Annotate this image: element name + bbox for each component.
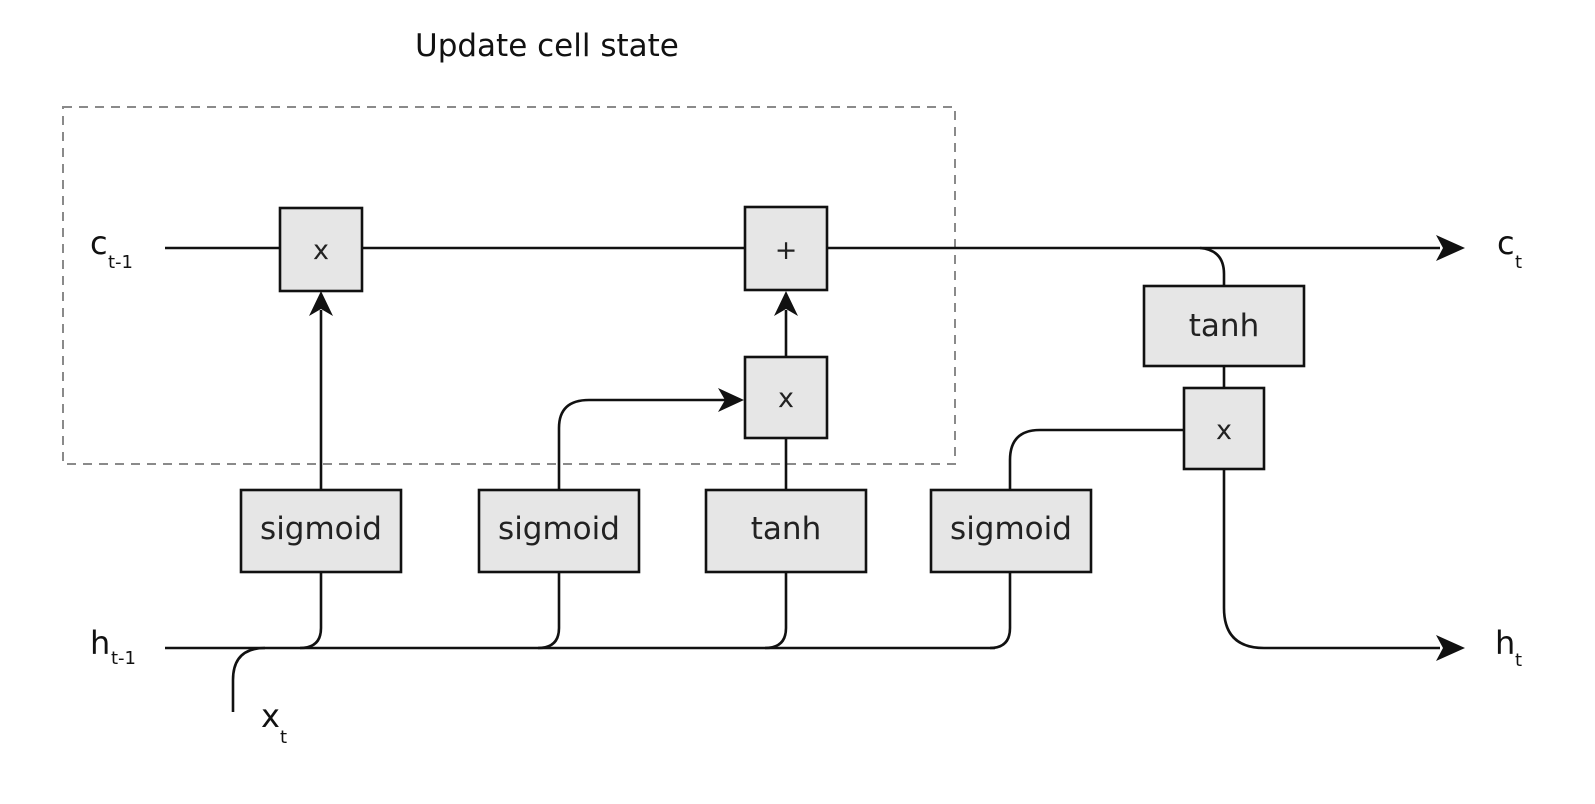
h-out-subscript: t	[1515, 650, 1522, 671]
diagram-title: Update cell state	[415, 28, 679, 64]
h-prev-subscript: t-1	[111, 648, 136, 669]
forget-arrowhead	[309, 291, 333, 316]
h-prev-base: h	[90, 624, 110, 662]
input-gate-riser	[537, 572, 561, 650]
output-gate-riser	[989, 572, 1012, 650]
input-gate-label: sigmoid	[498, 511, 620, 547]
output-gate-connector	[1008, 428, 1184, 490]
output-multiply-symbol: x	[1216, 415, 1232, 446]
forget-gate-riser	[299, 572, 323, 650]
input-multiply-node	[743, 355, 829, 440]
add-node	[743, 205, 829, 292]
input-multiply-arrowhead	[718, 388, 744, 412]
c-prev-base: c	[90, 224, 108, 262]
c-prev-subscript: t-1	[108, 252, 133, 273]
cell-to-tanh-connector	[1199, 246, 1226, 286]
forget-gate-label: sigmoid	[260, 511, 382, 547]
forget-gate-box	[239, 488, 403, 574]
output-gate-box	[929, 488, 1093, 574]
forget-multiply-node	[278, 206, 364, 293]
candidate-label: tanh	[751, 511, 821, 547]
output-multiply-node	[1182, 386, 1266, 471]
input-multiply-symbol: x	[778, 383, 794, 414]
x-label: x	[261, 697, 280, 735]
hidden-output-arrowhead	[1436, 635, 1465, 661]
candidate-box	[704, 488, 868, 574]
input-gate-connector	[557, 398, 725, 490]
h-out-base: h	[1495, 624, 1515, 662]
x-input-connector	[231, 646, 266, 712]
x-base: x	[261, 697, 280, 735]
h-out-label: h	[1495, 624, 1515, 662]
cell-activation-label: tanh	[1189, 308, 1259, 344]
hidden-output-line	[1222, 469, 1440, 650]
c-out-base: c	[1497, 224, 1515, 262]
output-gate-label: sigmoid	[950, 511, 1072, 547]
c-out-label: c	[1497, 224, 1515, 262]
cell-output-arrowhead	[1436, 235, 1465, 261]
h-prev-label: h	[90, 624, 110, 662]
add-arrowhead	[774, 291, 798, 316]
x-subscript: t	[280, 727, 287, 748]
forget-multiply-symbol: x	[313, 235, 329, 266]
candidate-riser	[764, 572, 788, 650]
cell-activation-box	[1142, 284, 1306, 368]
input-gate-box	[477, 488, 641, 574]
c-prev-label: c	[90, 224, 108, 262]
c-out-subscript: t	[1515, 252, 1522, 273]
add-symbol: +	[775, 235, 798, 266]
